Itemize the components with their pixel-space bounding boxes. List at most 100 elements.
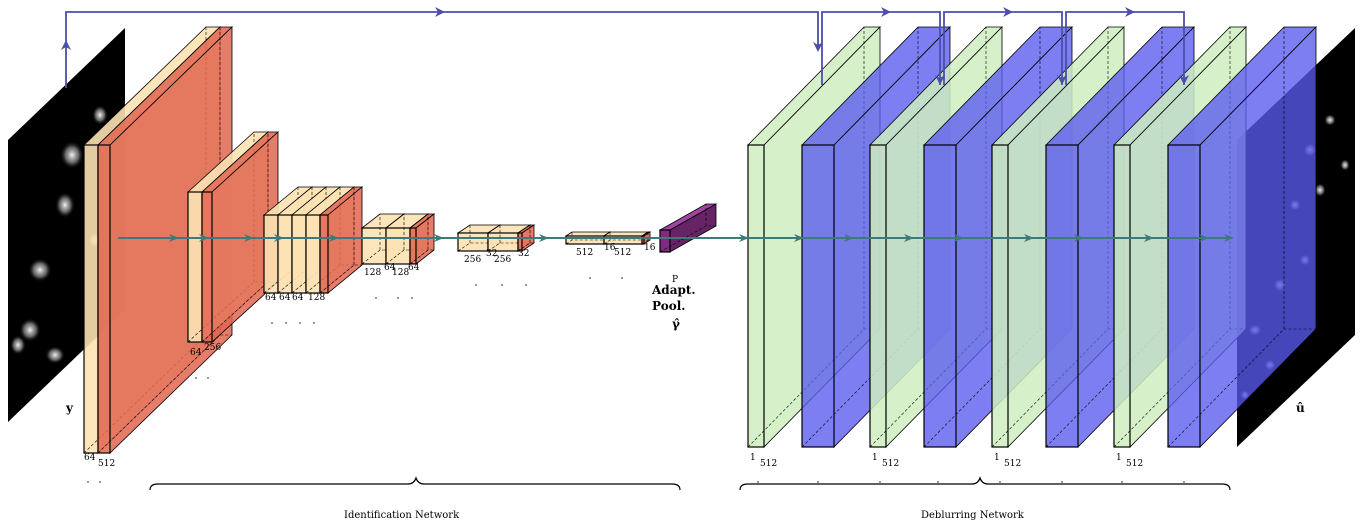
pool-label-line1: Adapt.: [651, 283, 696, 297]
id-block-1-relu-front: [97, 144, 111, 454]
deblur-stage-2-dim-a: 1: [872, 453, 878, 463]
ellipsis-dot-16: [621, 277, 623, 279]
ellipsis-dot-7: [299, 322, 301, 324]
id-block-4-dim-3: 128: [392, 268, 409, 278]
id-block-3-slab-4-front: [305, 214, 321, 294]
id-block-5-conv-b-hidden-edges: [487, 225, 530, 252]
id-block-3-relu-front: [319, 214, 329, 294]
deblur-stage-1-green-front: [747, 144, 765, 448]
id-block-4-conv-a-hidden-edges: [361, 214, 404, 265]
id-block-3-dim-1: 64: [265, 293, 277, 303]
output-label: û: [1296, 401, 1305, 415]
id-block-5-dim-2: 32: [486, 249, 497, 259]
id-block-6-dim-3: 512: [614, 248, 631, 258]
id-block-4-dim-2: 64: [384, 263, 396, 273]
deblur-stage-3-green-front: [991, 144, 1009, 448]
ellipsis-dot-6: [285, 322, 287, 324]
ellipsis-dot-21: [999, 481, 1001, 483]
skip-stage-2-head: [1003, 7, 1013, 17]
identification-brace: [149, 476, 681, 491]
id-block-3-dim-4: 128: [308, 293, 325, 303]
ellipsis-dot-12: [475, 284, 477, 286]
deblur-stage-2-dim-b: 512: [882, 459, 899, 469]
id-block-5-conv-a-hidden-edges: [457, 225, 500, 252]
id-block-4-dim-1: 128: [364, 268, 381, 278]
skip-stage-1: [821, 11, 941, 85]
skip-stage-2: [943, 11, 1063, 85]
id-block-3-slab-3-front: [291, 214, 307, 294]
ellipsis-dot-23: [1121, 481, 1123, 483]
ellipsis-dot-19: [879, 481, 881, 483]
id-block-2-conv-front: [187, 191, 203, 343]
deblurring-brace: [739, 476, 1231, 491]
id-block-5-relu-front: [517, 232, 523, 252]
deblur-stage-1-dim-b: 512: [760, 459, 777, 469]
id-block-6-dim-2: 16: [604, 243, 616, 253]
id-block-3-dim-2: 64: [279, 293, 291, 303]
skip-stage-3-head: [1125, 7, 1135, 17]
ellipsis-dot-9: [375, 297, 377, 299]
deblur-stage-4-dim-b: 512: [1126, 459, 1143, 469]
ellipsis-dot-10: [397, 297, 399, 299]
adaptive-pool-block-hidden-edges: [659, 204, 716, 253]
deblur-stage-4-blue: [1167, 26, 1317, 448]
ellipsis-dot-1: [87, 481, 89, 483]
deblur-stage-3-dim-b: 512: [1004, 459, 1021, 469]
layers-group: [83, 26, 1317, 454]
id-block-1-dim-2: 512: [98, 459, 115, 469]
id-block-4-dim-4: 64: [408, 263, 420, 273]
deblur-stage-1-dim-a: 1: [750, 453, 756, 463]
adaptive-pool-block-front: [659, 229, 671, 253]
id-block-4-conv-b-hidden-edges: [385, 214, 428, 265]
input-label: y: [65, 401, 74, 415]
id-block-5-relu: [516, 224, 536, 252]
deblur-stage-4-green-front: [1113, 144, 1131, 448]
ellipsis-dot-2: [99, 481, 101, 483]
id-block-4-relu-hidden-edges: [409, 214, 434, 265]
id-block-5-relu-hidden-edges: [517, 225, 534, 252]
ellipsis-dot-18: [817, 481, 819, 483]
gamma-hat-label: γ̂: [672, 317, 680, 331]
id-block-6-dim-1: 512: [576, 248, 593, 258]
deblurring-caption: Deblurring Network: [921, 510, 1025, 521]
pool-label-line2: Pool.: [652, 299, 685, 313]
id-block-6-conv-a-top: [564, 231, 612, 237]
id-block-6-conv-b-top: [602, 231, 650, 237]
skip-input-head-up: [61, 40, 71, 50]
id-block-2-dim-2: 256: [204, 343, 221, 353]
deblur-stage-1-blue-front: [801, 144, 835, 448]
skip-stage-1-head: [881, 7, 891, 17]
deblur-stage-4-blue-hidden-edges: [1167, 27, 1316, 448]
id-block-2-dim-1: 64: [190, 348, 202, 358]
ellipsis-dot-8: [313, 322, 315, 324]
id-block-5-dim-1: 256: [464, 255, 481, 265]
id-block-3-slab-2-front: [277, 214, 293, 294]
id-block-1-conv-front: [83, 144, 99, 454]
ellipsis-dot-15: [589, 277, 591, 279]
id-block-2-relu-front: [201, 191, 213, 343]
ellipsis-dot-14: [525, 284, 527, 286]
identification-caption: Identification Network: [344, 510, 460, 521]
ellipsis-dot-17: [757, 481, 759, 483]
skip-stage-2-down: [1057, 75, 1067, 85]
id-block-5-dim-4: 32: [518, 249, 529, 259]
arrows-group: [61, 7, 1234, 242]
ellipsis-dot-24: [1183, 481, 1185, 483]
ellipsis-dot-20: [937, 481, 939, 483]
skip-stage-1-down: [935, 75, 945, 85]
ellipsis-dot-4: [207, 377, 209, 379]
skip-stage-3-down: [1179, 75, 1189, 85]
id-block-6-relu-front: [641, 235, 645, 245]
id-block-4-conv-b-front: [385, 227, 411, 265]
id-block-4-relu-front: [409, 227, 417, 265]
ellipsis-dot-11: [411, 297, 413, 299]
ellipsis-dot-22: [1061, 481, 1063, 483]
skip-input-head-down: [813, 42, 823, 52]
deblur-stage-4-dim-a: 1: [1116, 453, 1122, 463]
skip-stage-3: [1065, 11, 1185, 85]
ellipsis-dot-5: [271, 322, 273, 324]
id-block-5-dim-3: 256: [494, 255, 511, 265]
id-block-3-dim-3: 64: [292, 293, 304, 303]
